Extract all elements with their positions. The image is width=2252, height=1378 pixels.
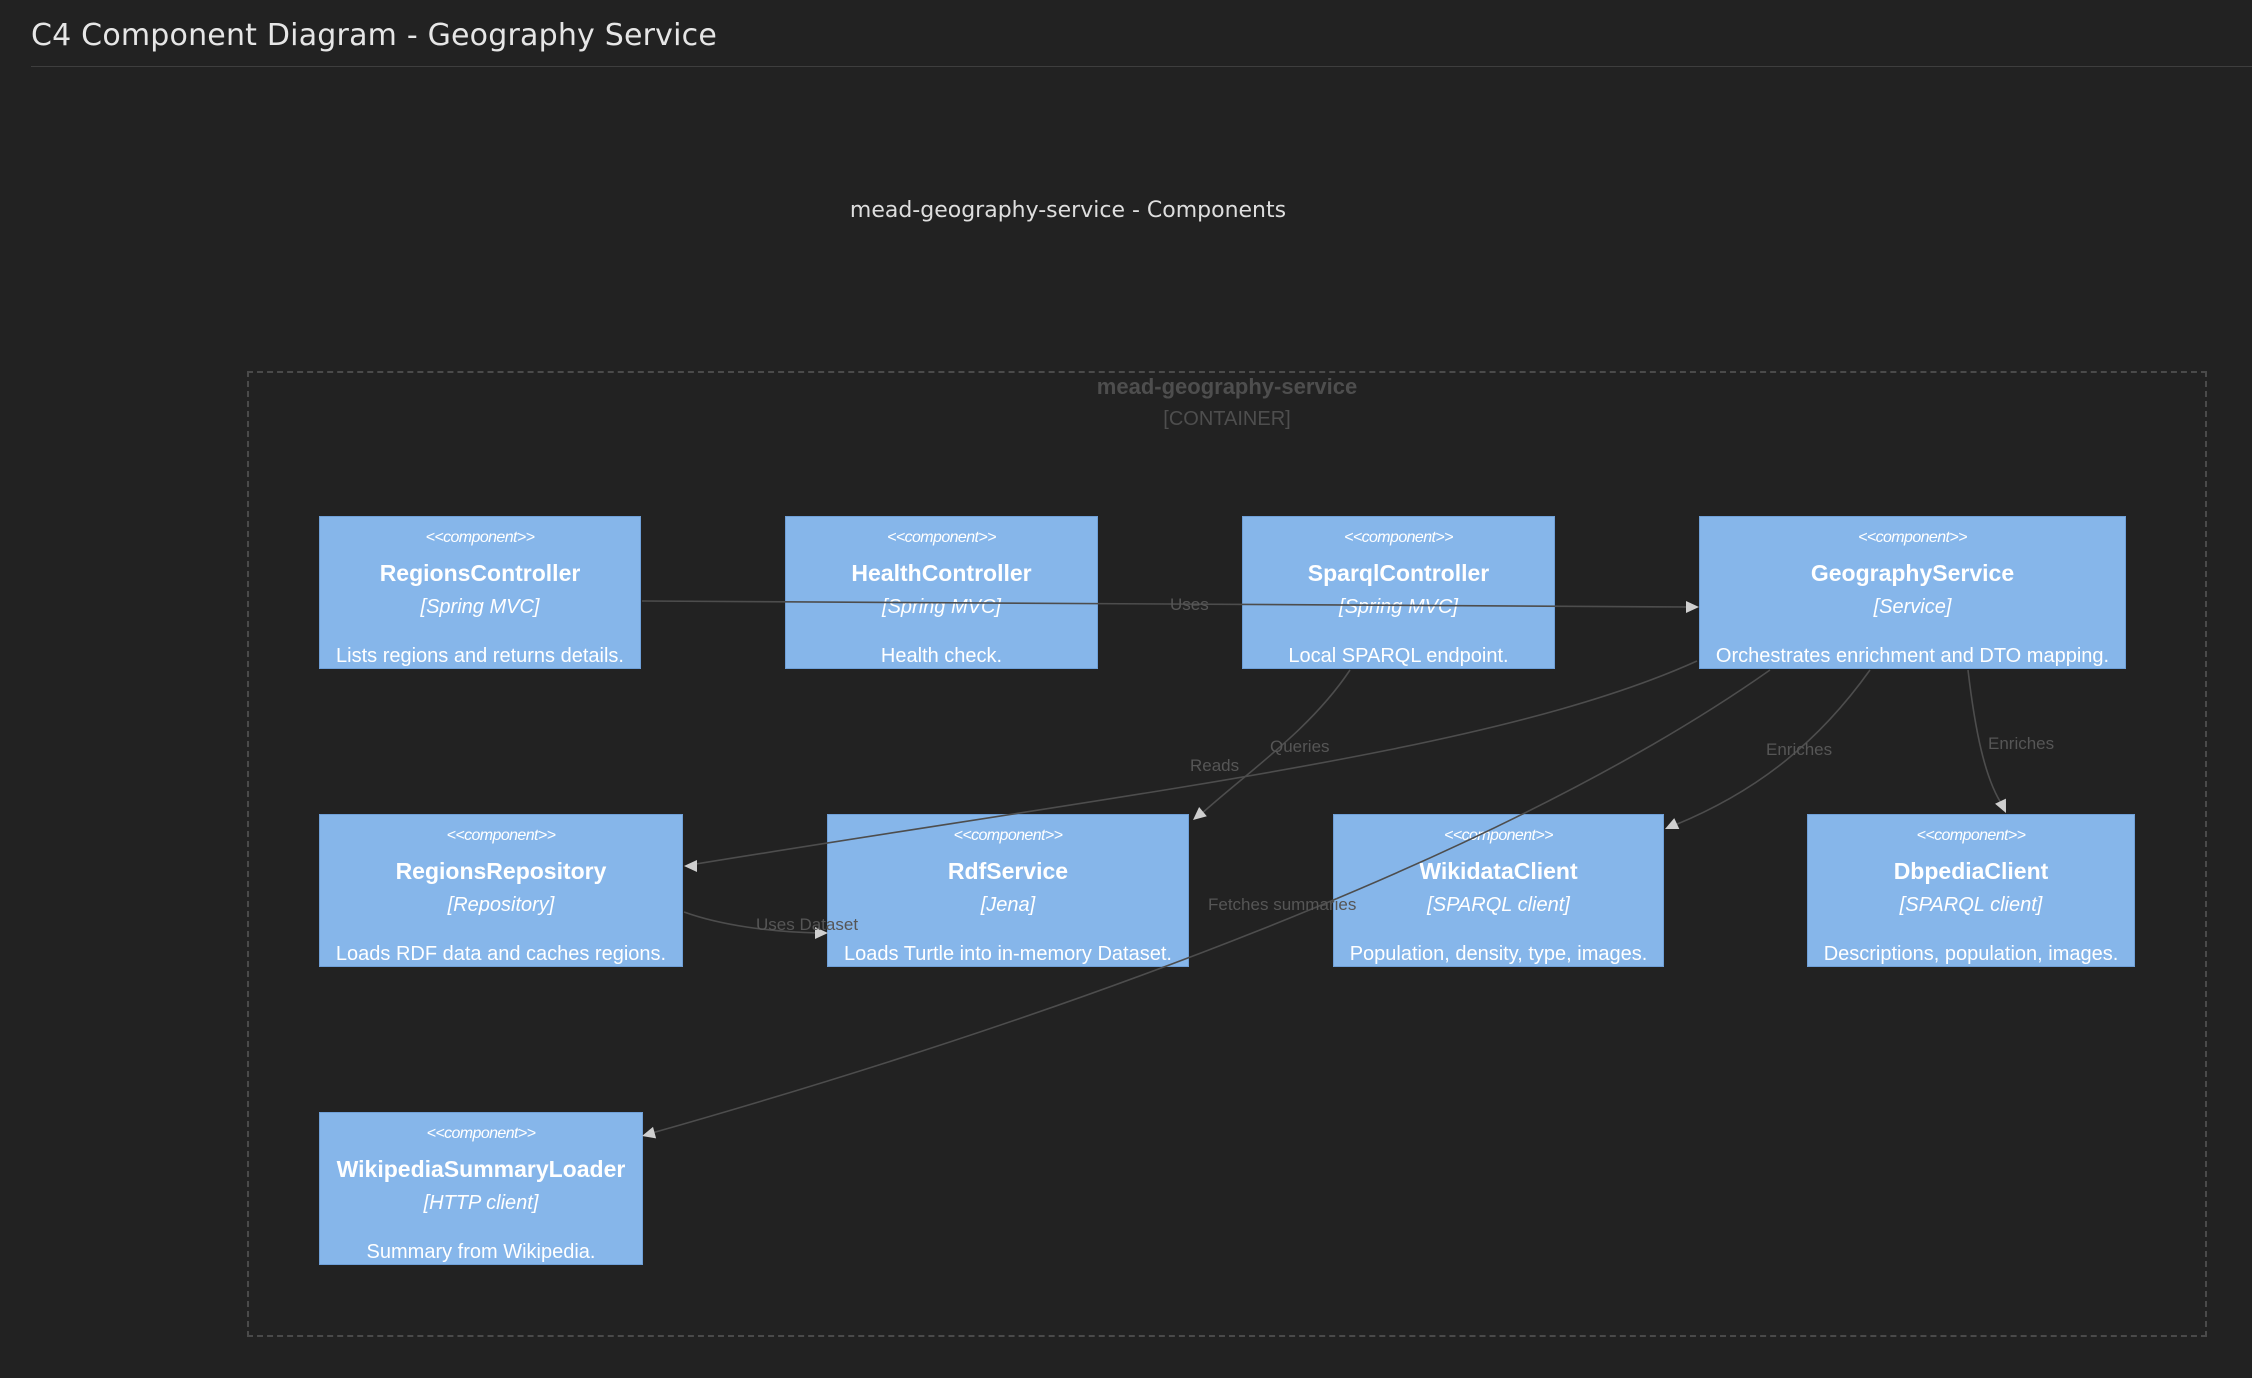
- component-rdf-service[interactable]: <<component>> RdfService [Jena] Loads Tu…: [827, 814, 1189, 967]
- component-regions-controller[interactable]: <<component>> RegionsController [Spring …: [319, 516, 641, 669]
- component-description: Local SPARQL endpoint.: [1288, 645, 1509, 667]
- component-description: Lists regions and returns details.: [336, 645, 624, 667]
- component-regions-repository[interactable]: <<component>> RegionsRepository [Reposit…: [319, 814, 683, 967]
- component-description: Orchestrates enrichment and DTO mapping.: [1715, 645, 2110, 667]
- component-technology: [HTTP client]: [423, 1192, 539, 1214]
- component-description: Population, density, type, images.: [1349, 943, 1648, 965]
- component-stereotype: <<component>>: [953, 827, 1063, 844]
- component-description: Loads RDF data and caches regions.: [335, 943, 667, 965]
- component-stereotype: <<component>>: [446, 827, 556, 844]
- component-stereotype: <<component>>: [1858, 529, 1967, 546]
- boundary-name: mead-geography-service: [1096, 374, 1358, 399]
- component-technology: [Spring MVC]: [882, 596, 1001, 618]
- component-stereotype: <<component>>: [1916, 827, 2026, 844]
- component-sparql-controller[interactable]: <<component>> SparqlController [Spring M…: [1242, 516, 1555, 669]
- component-technology: [SPARQL client]: [1899, 894, 2043, 916]
- container-boundary: mead-geography-service [CONTAINER]: [247, 371, 2207, 1337]
- component-name: HealthController: [851, 560, 1032, 586]
- page-title: C4 Component Diagram - Geography Service: [31, 18, 718, 53]
- component-name: RegionsController: [379, 560, 581, 586]
- boundary-type: [CONTAINER]: [1163, 408, 1291, 430]
- component-technology: [Jena]: [980, 894, 1036, 916]
- diagram-subtitle: mead-geography-service - Components: [849, 198, 1287, 223]
- component-wikipedia-summary-loader[interactable]: <<component>> WikipediaSummaryLoader [HT…: [319, 1112, 643, 1265]
- component-name: RdfService: [947, 858, 1069, 884]
- component-wikidata-client[interactable]: <<component>> WikidataClient [SPARQL cli…: [1333, 814, 1664, 967]
- component-health-controller[interactable]: <<component>> HealthController [Spring M…: [785, 516, 1098, 669]
- component-technology: [Service]: [1873, 596, 1952, 618]
- component-technology: [Spring MVC]: [1339, 596, 1458, 618]
- component-technology: [Repository]: [447, 894, 555, 916]
- component-description: Health check.: [880, 645, 1003, 667]
- component-description: Descriptions, population, images.: [1823, 943, 2119, 965]
- component-stereotype: <<component>>: [1344, 529, 1453, 546]
- component-name: RegionsRepository: [395, 858, 607, 884]
- component-description: Summary from Wikipedia.: [366, 1241, 596, 1263]
- component-stereotype: <<component>>: [426, 1125, 536, 1142]
- component-name: SparqlController: [1307, 560, 1490, 586]
- component-stereotype: <<component>>: [1444, 827, 1553, 844]
- component-description: Loads Turtle into in-memory Dataset.: [844, 943, 1172, 965]
- component-stereotype: <<component>>: [887, 529, 996, 546]
- component-name: WikipediaSummaryLoader: [336, 1156, 626, 1182]
- component-stereotype: <<component>>: [425, 529, 535, 546]
- component-name: GeographyService: [1810, 560, 2015, 586]
- component-name: DbpediaClient: [1893, 858, 2049, 884]
- component-technology: [Spring MVC]: [420, 596, 540, 618]
- title-divider: [31, 66, 2252, 67]
- component-technology: [SPARQL client]: [1427, 894, 1570, 916]
- component-geography-service[interactable]: <<component>> GeographyService [Service]…: [1699, 516, 2126, 669]
- component-dbpedia-client[interactable]: <<component>> DbpediaClient [SPARQL clie…: [1807, 814, 2135, 967]
- component-name: WikidataClient: [1419, 858, 1578, 884]
